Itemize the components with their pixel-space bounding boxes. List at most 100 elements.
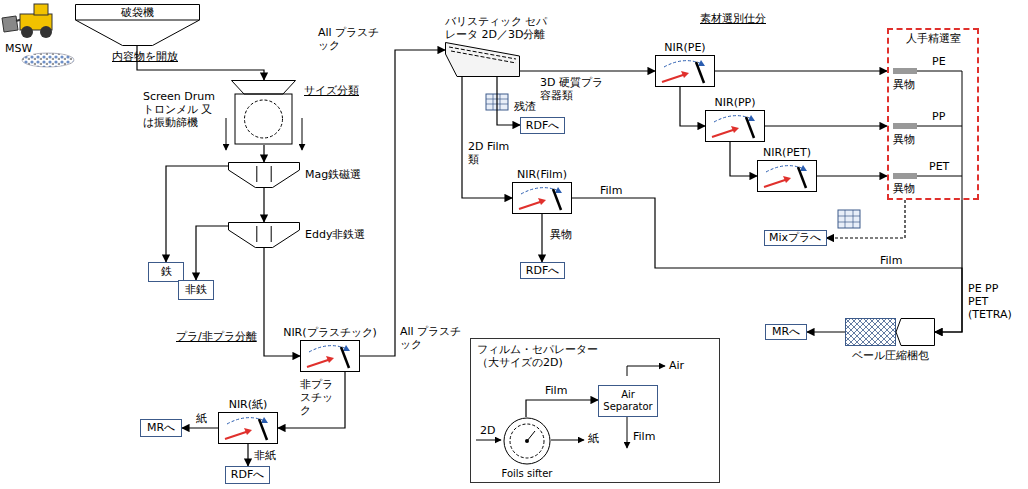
node-text: 非鉄	[182, 283, 210, 296]
nir-beam	[225, 431, 249, 439]
flow-connector	[572, 198, 962, 332]
node-text: RDFへ	[228, 468, 267, 481]
flow-connector	[247, 444, 248, 466]
nir-beam	[764, 179, 788, 187]
separator-funnel: Mag鉄磁選	[228, 162, 300, 188]
node-text: NIR(Film)	[517, 168, 567, 181]
nir-sorter: NIR(PE)	[655, 55, 715, 87]
nir-flap	[746, 117, 754, 138]
outflow-arrow	[551, 440, 584, 441]
shape-outline	[656, 56, 714, 86]
air-arrow	[627, 366, 665, 376]
flow-connector	[935, 200, 962, 332]
flow-label: プラ/非プラ分離	[176, 330, 257, 343]
inflow-arrow	[476, 440, 501, 441]
outflow-arrow	[226, 118, 227, 150]
output-box: MRへ	[765, 324, 807, 340]
hopper-chute	[76, 20, 200, 46]
outflow-arrow	[302, 118, 303, 150]
node-text: NIR(PP)	[715, 96, 756, 109]
conveyor-bar	[893, 123, 917, 129]
loader-wheel	[40, 26, 52, 38]
node-text: NIR(PET)	[763, 146, 811, 159]
shape-outline	[301, 341, 359, 371]
nir-beam-head	[731, 126, 739, 133]
flow-connector	[263, 145, 264, 162]
eject-head	[698, 60, 705, 66]
loader-cab	[34, 4, 48, 15]
flow-connector	[765, 125, 887, 126]
nir-beam	[662, 74, 686, 82]
nir-flap	[553, 189, 561, 210]
flow-connector	[541, 214, 542, 262]
flow-label: Film	[600, 184, 622, 197]
node-text: 破袋機	[75, 6, 200, 19]
flow-connector	[278, 372, 345, 428]
eject-head	[800, 165, 807, 171]
shape-outline	[706, 111, 764, 141]
flow-label: 異物	[893, 133, 915, 146]
flow-connector	[520, 70, 655, 71]
flow-label: Air	[669, 359, 684, 372]
conveyor-bar	[893, 173, 917, 179]
flow-label: Screen Drum トロンメル 又は振動篩機	[143, 90, 219, 130]
shape-outline	[219, 413, 277, 443]
room-line	[917, 71, 962, 200]
flow-connector	[196, 226, 228, 280]
node-text: 人手精選室	[889, 32, 977, 45]
output-box: RDFへ	[225, 466, 270, 484]
shape-outline	[231, 80, 296, 145]
node-text: NIR(PE)	[664, 41, 705, 54]
node-text: NIR(紙)	[229, 398, 268, 411]
flow-label: MSW	[4, 42, 33, 55]
node-text: RDFへ	[523, 264, 562, 277]
output-box: MRへ	[140, 419, 182, 437]
node-text: RDFへ	[523, 119, 562, 132]
flow-label: All プラスチック	[400, 325, 470, 351]
output-box: RDFへ	[520, 262, 565, 279]
loader-wheel	[21, 26, 33, 38]
outflow-arrow	[627, 416, 628, 448]
funnel-rollers	[257, 166, 271, 182]
output-box: 非鉄	[178, 280, 214, 300]
output-box: Air Separator	[598, 385, 658, 417]
flow-label: 3D 硬質プラ 容器類	[540, 76, 604, 102]
flow-connector	[807, 331, 845, 332]
funnel-rollers	[257, 226, 271, 242]
shape-outline	[845, 318, 935, 346]
flow-connector	[817, 175, 887, 176]
sifter-screen	[510, 424, 544, 458]
flow-label: 残渣	[514, 100, 536, 113]
trommel-screen: サイズ分類	[231, 80, 296, 145]
node-text: MRへ	[769, 325, 803, 338]
flow-connector	[360, 50, 445, 356]
foils-sifter: Foils sifter	[503, 417, 551, 465]
drum-housing	[235, 94, 292, 144]
eject-head	[261, 417, 268, 423]
nir-sorter: NIR(Film)	[512, 182, 572, 214]
flow-label: 非紙	[254, 449, 276, 462]
flow-label: PP	[932, 110, 945, 123]
shape-outline	[228, 162, 300, 188]
nir-beam	[519, 201, 543, 209]
shape-outline	[513, 183, 571, 213]
flow-label: 非プラスチック	[300, 378, 340, 418]
node-text: NIR(プラスチック)	[283, 326, 377, 339]
nir-sorter: NIR(PET)	[757, 160, 817, 192]
nir-beam-head	[538, 198, 546, 205]
flow-label: 素材選別仕分	[700, 12, 766, 25]
flow-label: 紙	[196, 412, 207, 425]
nir-flap	[259, 419, 267, 440]
press-head	[896, 319, 935, 346]
separator-housing	[446, 43, 520, 77]
flow-label: PET	[929, 160, 949, 173]
flow-label: 2D	[480, 424, 495, 437]
node-text: ベール圧縮梱包	[852, 349, 929, 362]
flow-label: 紙	[588, 432, 599, 445]
flow-label: 内容物を開放	[112, 50, 178, 63]
funnel-outline	[229, 223, 300, 248]
mix-bin	[838, 210, 860, 228]
flow-label: 異物	[550, 228, 572, 241]
node-text: MRへ	[144, 421, 178, 434]
